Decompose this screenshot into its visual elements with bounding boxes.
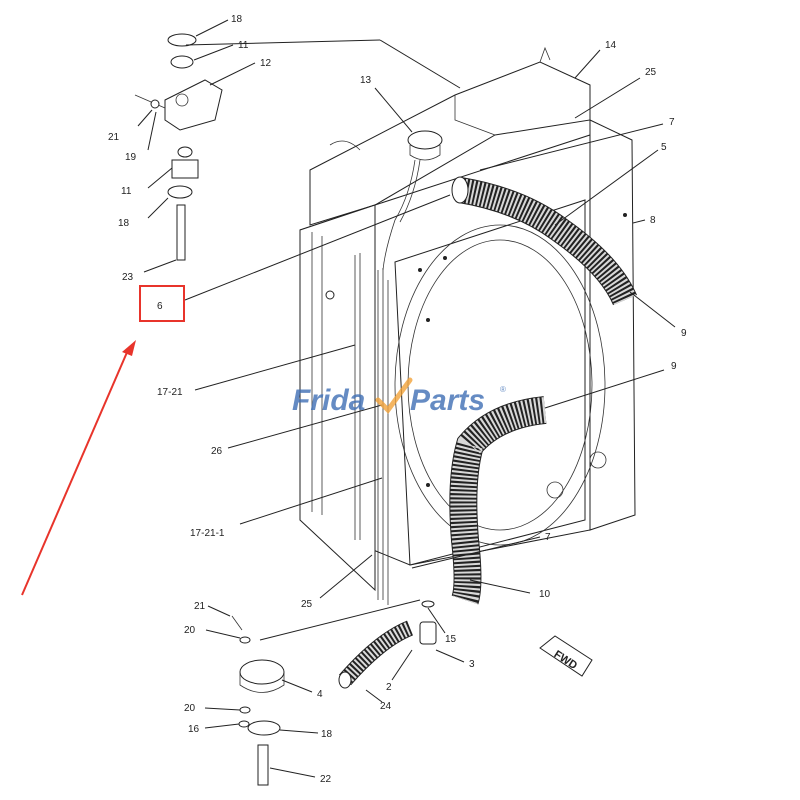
lower-mount bbox=[231, 615, 285, 786]
callout-20-top: 20 bbox=[184, 625, 196, 636]
lower-hose bbox=[449, 396, 547, 605]
callout-8: 8 bbox=[650, 215, 656, 226]
drain-valve bbox=[419, 600, 437, 645]
callout-7-bottom: 7 bbox=[545, 532, 551, 543]
callout-19: 19 bbox=[125, 152, 137, 163]
callout-labels: 18 11 12 14 13 25 7 5 21 19 11 18 8 23 6… bbox=[108, 14, 687, 785]
callout-11-mid: 11 bbox=[121, 186, 132, 197]
callout-17-21-1: 17-21-1 bbox=[190, 528, 225, 539]
watermark-reg: ® bbox=[500, 385, 506, 394]
highlight-box bbox=[139, 285, 185, 322]
callout-7-top: 7 bbox=[669, 117, 675, 128]
highlight-annotation bbox=[21, 285, 185, 596]
callout-14: 14 bbox=[605, 40, 617, 51]
callout-25-bottom: 25 bbox=[301, 599, 313, 610]
callout-23: 23 bbox=[122, 272, 134, 283]
callout-9-mid: 9 bbox=[671, 361, 677, 372]
callout-4: 4 bbox=[317, 689, 323, 700]
watermark-text-1: Frida bbox=[292, 384, 365, 417]
fwd-arrow: FWD bbox=[539, 635, 593, 677]
callout-2: 2 bbox=[386, 682, 392, 693]
radiator-assembly bbox=[299, 46, 636, 605]
highlight-arrowhead bbox=[122, 340, 136, 356]
callout-13: 13 bbox=[360, 75, 372, 86]
upper-mount bbox=[134, 33, 223, 261]
callout-10: 10 bbox=[539, 589, 551, 600]
callout-18-top: 18 bbox=[231, 14, 243, 25]
callout-12: 12 bbox=[260, 58, 272, 69]
leader-lines bbox=[137, 19, 676, 778]
callout-18-mid: 18 bbox=[118, 218, 130, 229]
callout-25-top: 25 bbox=[645, 67, 657, 78]
callout-17-21: 17-21 bbox=[157, 387, 183, 398]
callout-11-top: 11 bbox=[238, 40, 249, 51]
callout-22: 22 bbox=[320, 774, 332, 785]
callout-3: 3 bbox=[469, 659, 475, 670]
callout-24: 24 bbox=[380, 701, 392, 712]
callout-6: 6 bbox=[157, 301, 163, 312]
upper-hose bbox=[451, 176, 637, 306]
drain-hose bbox=[338, 620, 414, 689]
watermark-check-mark bbox=[375, 377, 413, 414]
callout-21-bottom: 21 bbox=[194, 601, 206, 612]
callout-26: 26 bbox=[211, 446, 223, 457]
callout-16: 16 bbox=[188, 724, 200, 735]
watermark: Frida Parts ® bbox=[292, 377, 506, 417]
highlight-arrow bbox=[21, 349, 129, 596]
callout-21-top: 21 bbox=[108, 132, 120, 143]
callout-5: 5 bbox=[661, 142, 667, 153]
watermark-text-2: Parts bbox=[410, 384, 485, 417]
callout-15: 15 bbox=[445, 634, 457, 645]
callout-20-bottom: 20 bbox=[184, 703, 196, 714]
callout-9-right: 9 bbox=[681, 328, 687, 339]
callout-18-bottom: 18 bbox=[321, 729, 333, 740]
